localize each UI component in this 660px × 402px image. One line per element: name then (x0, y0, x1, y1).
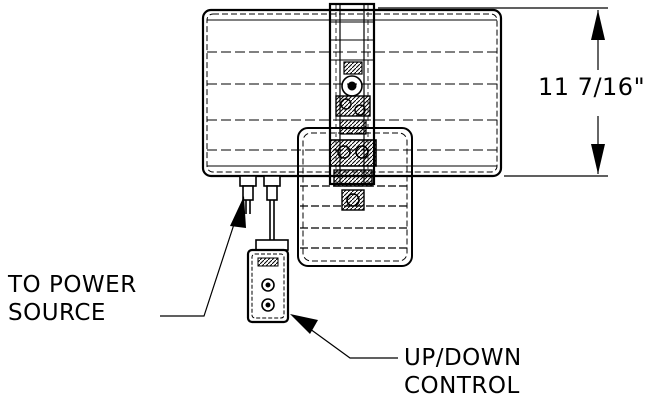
gear-mechanism (329, 61, 377, 211)
cables (245, 200, 275, 240)
up-down-control-label-line1: UP/DOWN (404, 345, 522, 371)
cable-glands (239, 175, 281, 201)
power-leader (160, 196, 246, 317)
height-dimension (378, 7, 608, 177)
power-source-label-line1: TO POWER (8, 272, 137, 298)
power-source-label-line2: SOURCE (8, 300, 106, 326)
hand-pendant (246, 239, 290, 324)
up-down-control-label-line2: CONTROL (404, 373, 520, 399)
control-leader (290, 314, 398, 359)
height-dimension-label: 11 7/16" (538, 73, 646, 101)
